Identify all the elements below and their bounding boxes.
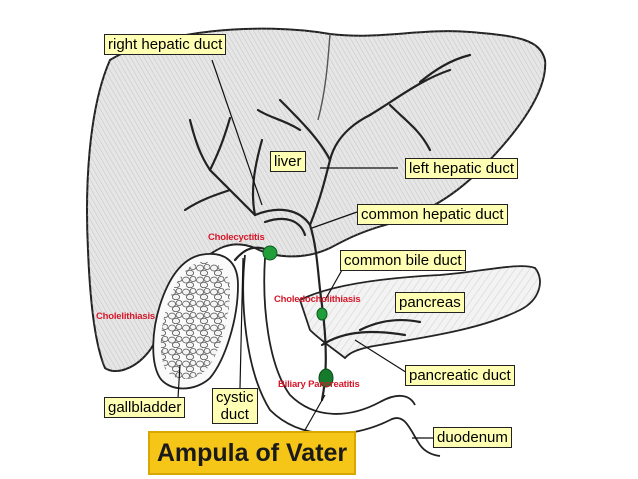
leader-lines bbox=[177, 59, 436, 439]
choledocholithiasis-marker bbox=[316, 307, 328, 321]
label-liver: liver bbox=[270, 151, 306, 172]
label-gallbladder: gallbladder bbox=[104, 397, 186, 418]
label-common-hepatic-duct: common hepatic duct bbox=[357, 204, 508, 225]
cholecystitis-marker bbox=[262, 245, 278, 261]
label-cystic-line2: duct bbox=[220, 406, 249, 423]
ampula-of-vater-banner: Ampula of Vater bbox=[148, 431, 356, 475]
label-left-hepatic-duct: left hepatic duct bbox=[405, 158, 519, 179]
gallbladder-shape bbox=[152, 253, 239, 390]
label-pancreatic-duct: pancreatic duct bbox=[405, 365, 515, 386]
condition-cholecystitis: Cholecyctitis bbox=[208, 232, 265, 243]
label-pancreas: pancreas bbox=[395, 292, 465, 313]
label-right-hepatic-duct: right hepatic duct bbox=[104, 34, 227, 55]
condition-cholelithiasis: Cholelithiasis bbox=[96, 311, 155, 322]
label-cystic-line1: cystic bbox=[216, 389, 254, 406]
condition-choledocholithiasis: Choledocholithiasis bbox=[274, 294, 361, 305]
liver-shape bbox=[86, 27, 547, 372]
biliary-pancreatitis-marker bbox=[318, 368, 334, 388]
bile-duct-tree bbox=[183, 53, 472, 402]
label-duodenum: duodenum bbox=[433, 427, 512, 448]
condition-biliary-pancreatitis: Biliary Pancreatitis bbox=[278, 379, 360, 390]
pathology-markers bbox=[262, 245, 334, 388]
label-common-bile-duct: common bile duct bbox=[340, 250, 466, 271]
label-cystic-duct: cystic duct bbox=[212, 388, 258, 424]
